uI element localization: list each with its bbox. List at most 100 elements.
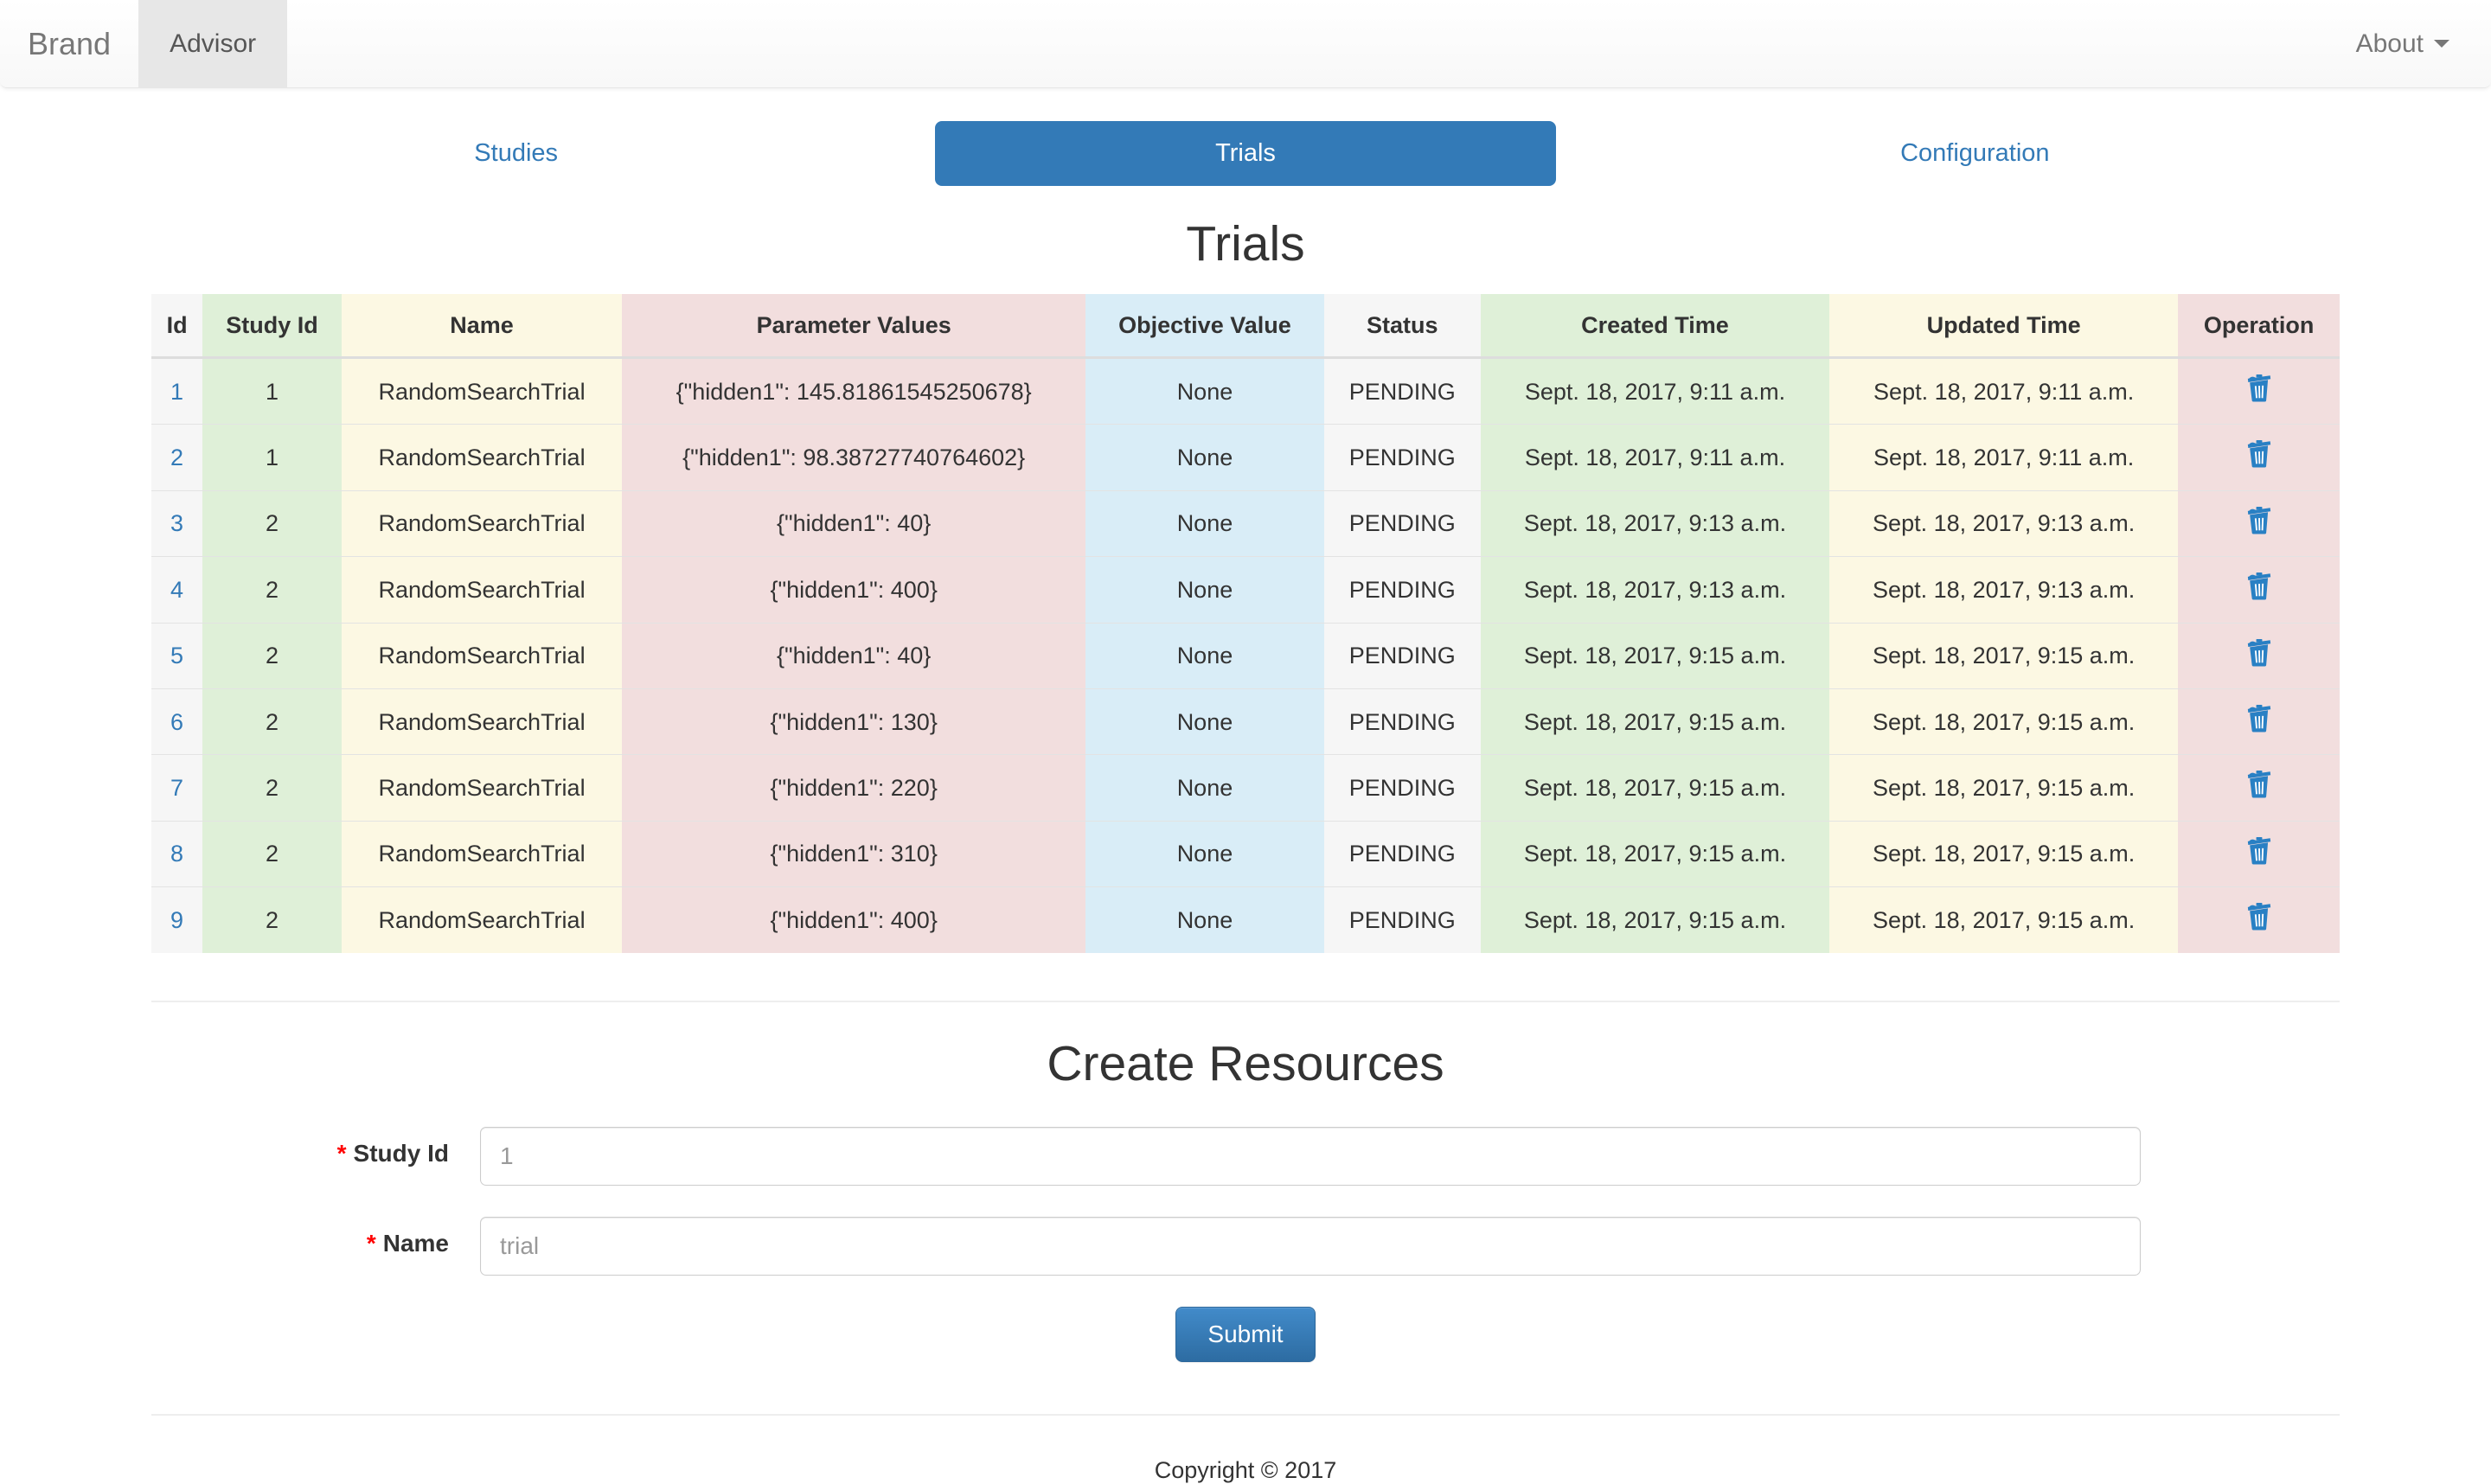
delete-trial-button[interactable] (2246, 771, 2272, 798)
cell-study-id: 2 (202, 754, 342, 822)
cell-id: 3 (151, 489, 203, 557)
navbar-right-group: About (2356, 0, 2491, 87)
cell-parameter-values: {"hidden1": 400} (622, 556, 1086, 624)
trial-id-link[interactable]: 5 (170, 643, 184, 669)
required-marker-name: * (366, 1230, 376, 1257)
cell-updated-time: Sept. 18, 2017, 9:11 a.m. (1829, 357, 2179, 425)
column-header-objective-value: Objective Value (1085, 293, 1324, 360)
label-study-id: *Study Id (151, 1127, 480, 1168)
trial-id-link[interactable]: 6 (170, 708, 184, 735)
trash-icon (2246, 572, 2272, 603)
trash-icon (2246, 771, 2272, 801)
delete-trial-button[interactable] (2246, 836, 2272, 865)
field-wrapper-name (480, 1217, 2340, 1276)
cell-objective-value: None (1085, 754, 1324, 822)
page-title: Trials (1186, 216, 1305, 272)
footer-copyright: Copyright © 2017 (1154, 1457, 1337, 1484)
cell-objective-value: None (1085, 357, 1324, 425)
cell-status: PENDING (1323, 622, 1481, 689)
delete-trial-button[interactable] (2246, 506, 2272, 534)
tab-cell-configuration: Configuration (1611, 121, 2340, 186)
delete-trial-button[interactable] (2246, 440, 2272, 468)
cell-study-id: 2 (202, 688, 342, 755)
cell-objective-value: None (1085, 688, 1324, 755)
about-dropdown-label: About (2355, 29, 2424, 58)
cell-objective-value: None (1085, 820, 1324, 887)
cell-created-time: Sept. 18, 2017, 9:15 a.m. (1480, 754, 1830, 822)
tab-trials[interactable]: Trials (934, 121, 1556, 186)
trial-id-link[interactable]: 7 (170, 774, 184, 801)
column-header-id: Id (151, 293, 203, 360)
cell-status: PENDING (1323, 886, 1481, 953)
cell-parameter-values: {"hidden1": 310} (622, 820, 1086, 887)
cell-id: 5 (151, 622, 203, 689)
cell-operation (2178, 688, 2340, 755)
cell-updated-time: Sept. 18, 2017, 9:15 a.m. (1829, 622, 2179, 689)
cell-created-time: Sept. 18, 2017, 9:15 a.m. (1480, 886, 1830, 953)
cell-id: 7 (151, 754, 203, 822)
cell-parameter-values: {"hidden1": 130} (622, 688, 1086, 755)
delete-trial-button[interactable] (2246, 903, 2272, 931)
create-resources-title: Create Resources (1047, 1035, 1444, 1091)
delete-trial-button[interactable] (2246, 374, 2272, 402)
cell-created-time: Sept. 18, 2017, 9:15 a.m. (1480, 622, 1830, 689)
cell-name: RandomSearchTrial (341, 622, 623, 689)
cell-id: 9 (151, 886, 203, 953)
cell-status: PENDING (1323, 820, 1481, 887)
nav-item-advisor[interactable]: Advisor (138, 0, 288, 87)
trial-id-link[interactable]: 2 (170, 444, 184, 470)
cell-name: RandomSearchTrial (341, 489, 623, 557)
trial-id-link[interactable]: 9 (170, 906, 184, 933)
tab-configuration[interactable]: Configuration (1900, 139, 2050, 167)
cell-study-id: 2 (202, 622, 342, 689)
cell-name: RandomSearchTrial (341, 357, 623, 425)
delete-trial-button[interactable] (2246, 572, 2272, 600)
table-header-row: Id Study Id Name Parameter Values Object… (151, 293, 2340, 360)
column-header-operation: Operation (2178, 293, 2340, 360)
brand-link[interactable]: Brand (28, 25, 112, 61)
cell-objective-value: None (1085, 886, 1324, 953)
delete-trial-button[interactable] (2246, 638, 2272, 667)
about-dropdown[interactable]: About (2356, 29, 2449, 59)
cell-updated-time: Sept. 18, 2017, 9:13 a.m. (1829, 489, 2179, 557)
cell-id: 2 (151, 424, 203, 491)
trash-icon (2246, 440, 2272, 470)
cell-updated-time: Sept. 18, 2017, 9:15 a.m. (1829, 886, 2179, 953)
column-header-updated-time: Updated Time (1829, 293, 2179, 360)
cell-updated-time: Sept. 18, 2017, 9:15 a.m. (1829, 688, 2179, 755)
study-id-input[interactable] (480, 1127, 2141, 1187)
trial-id-link[interactable]: 8 (170, 841, 184, 867)
delete-trial-button[interactable] (2246, 705, 2272, 732)
submit-button[interactable]: Submit (1175, 1307, 1316, 1363)
cell-name: RandomSearchTrial (341, 556, 623, 624)
column-header-name: Name (341, 293, 623, 360)
cell-objective-value: None (1085, 556, 1324, 624)
cell-objective-value: None (1085, 424, 1324, 491)
label-text-study-id: Study Id (353, 1140, 449, 1167)
cell-created-time: Sept. 18, 2017, 9:15 a.m. (1480, 820, 1830, 887)
trials-table: Id Study Id Name Parameter Values Object… (151, 293, 2340, 953)
top-navbar: Brand Advisor About (0, 0, 2491, 88)
column-header-created-time: Created Time (1480, 293, 1830, 360)
cell-name: RandomSearchTrial (341, 886, 623, 953)
name-input[interactable] (480, 1217, 2141, 1276)
cell-created-time: Sept. 18, 2017, 9:13 a.m. (1480, 489, 1830, 557)
navbar-left-group: Brand Advisor (0, 0, 288, 87)
field-wrapper-study-id (480, 1127, 2340, 1187)
tab-studies[interactable]: Studies (474, 139, 559, 167)
trial-id-link[interactable]: 1 (170, 378, 184, 405)
cell-study-id: 2 (202, 489, 342, 557)
trial-id-link[interactable]: 3 (170, 510, 184, 537)
trial-id-link[interactable]: 4 (170, 576, 184, 603)
required-marker-study-id: * (336, 1140, 347, 1167)
label-name: *Name (151, 1217, 480, 1258)
cell-operation (2178, 622, 2340, 689)
cell-status: PENDING (1323, 556, 1481, 624)
cell-created-time: Sept. 18, 2017, 9:13 a.m. (1480, 556, 1830, 624)
cell-parameter-values: {"hidden1": 145.81861545250678} (622, 357, 1086, 425)
cell-status: PENDING (1323, 424, 1481, 491)
cell-status: PENDING (1323, 489, 1481, 557)
